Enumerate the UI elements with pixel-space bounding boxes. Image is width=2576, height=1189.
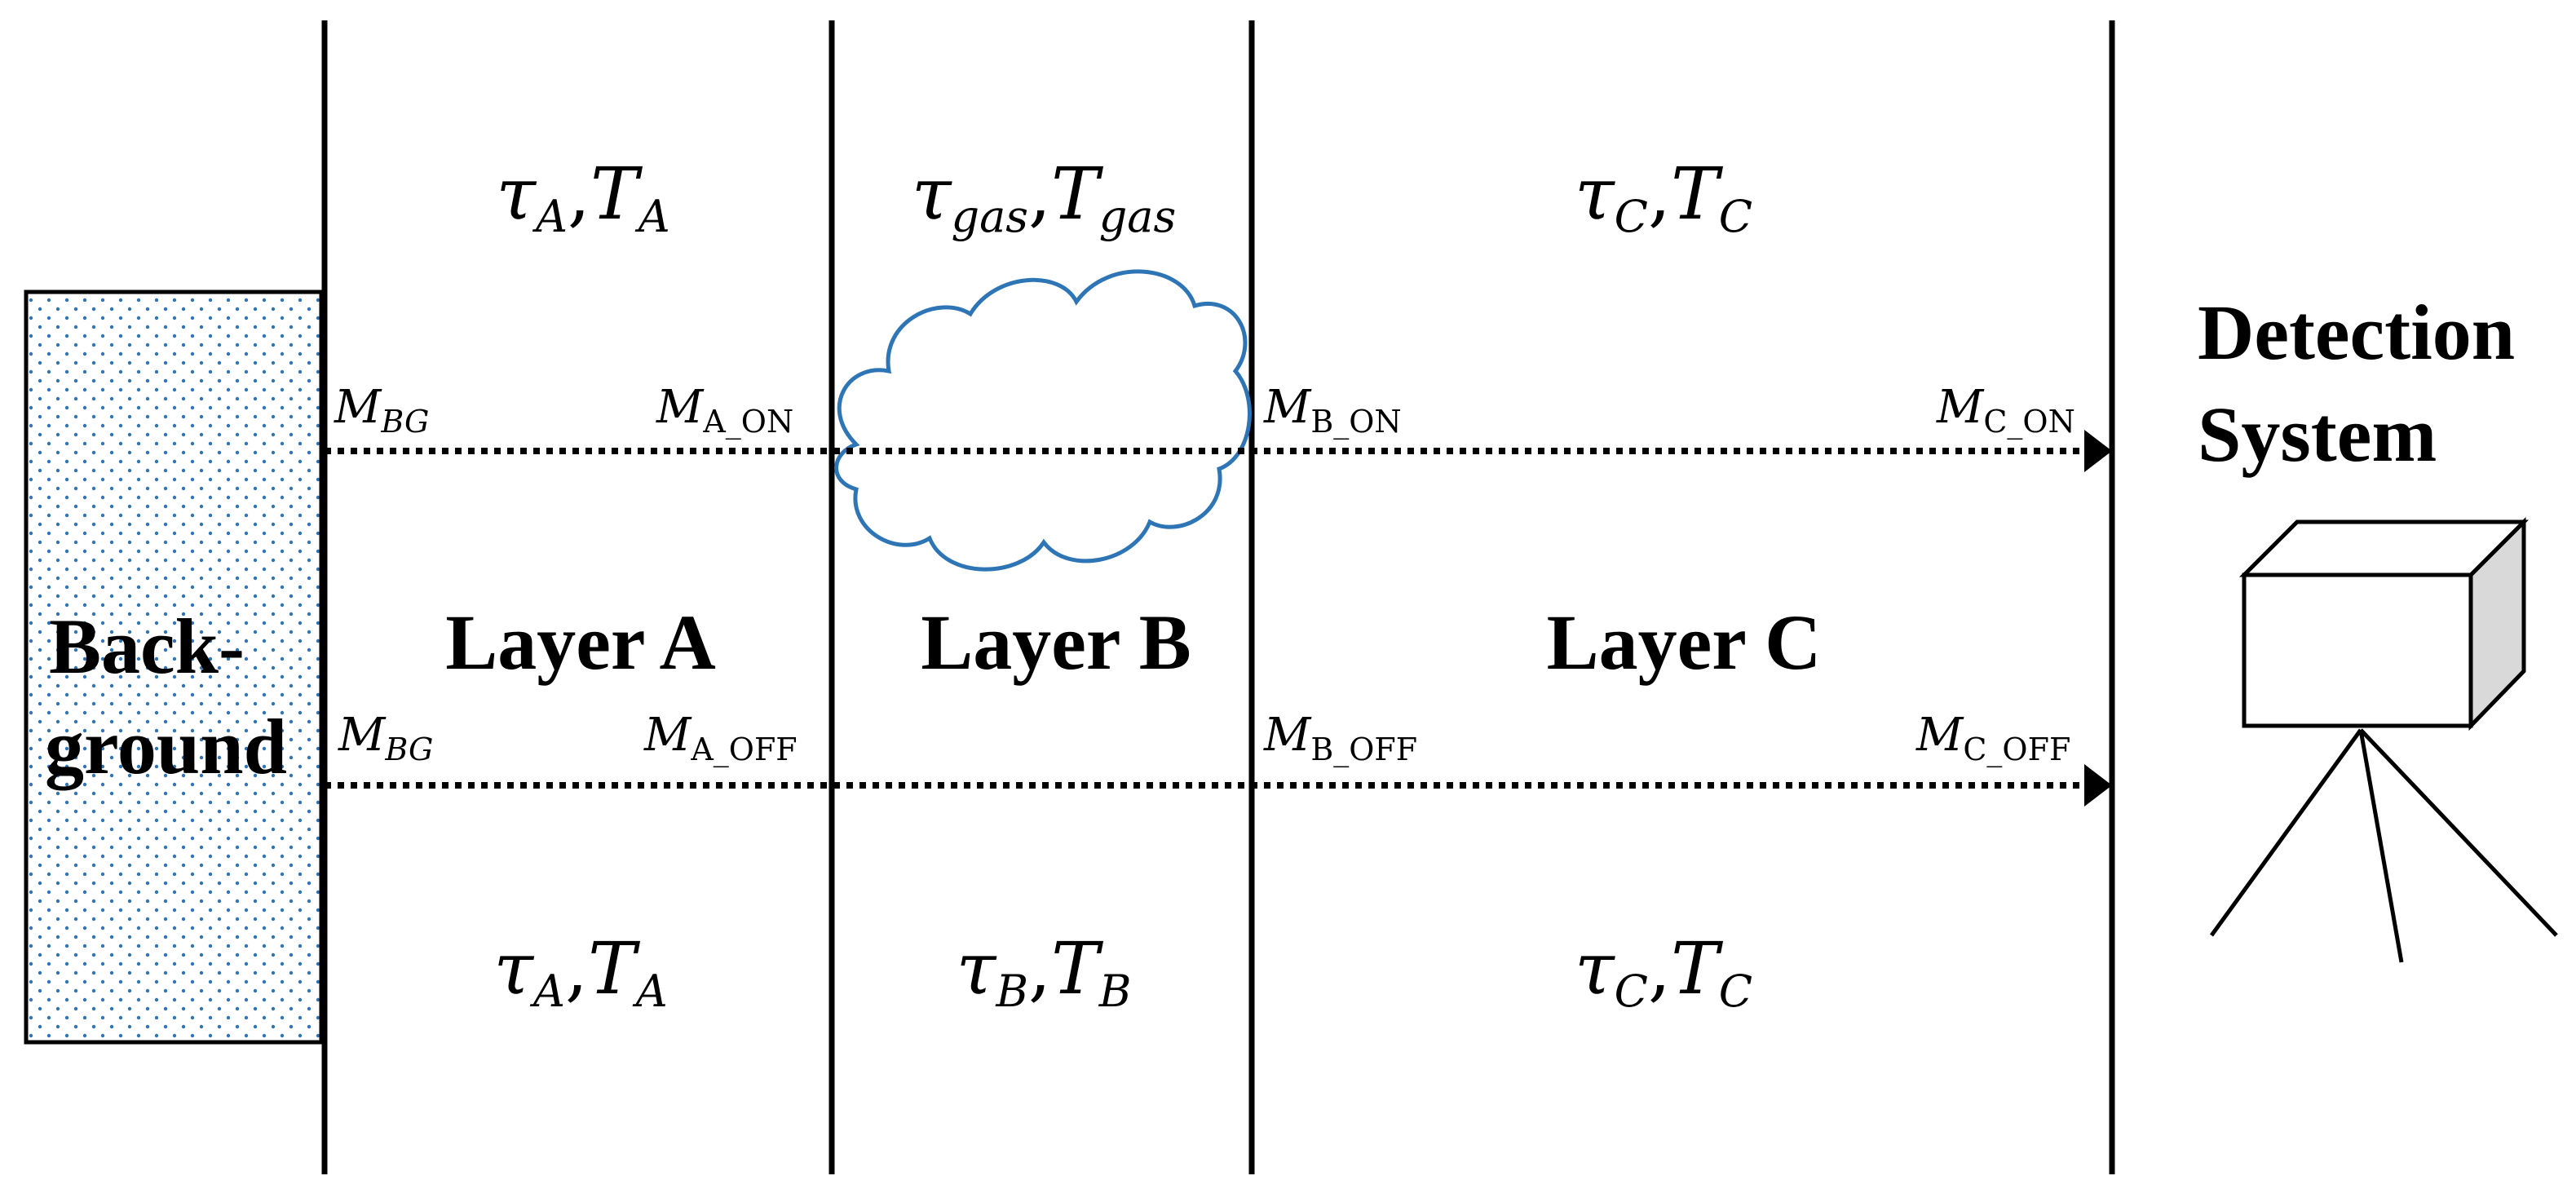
ray-off-label-c: MC_OFF: [1915, 709, 2070, 768]
ray-on-label-a: MA_ON: [656, 381, 793, 440]
ray-on-label-bg: MBG: [334, 381, 429, 440]
layer-a-bottom-params: τA,TA: [493, 926, 667, 1017]
background-slab: [24, 290, 324, 1045]
layer-c-name: Layer C: [1547, 599, 1822, 686]
ray-on-arrowhead: [2084, 430, 2112, 472]
background-label-line1: Back-: [49, 603, 245, 690]
layer-b-name: Layer B: [921, 599, 1191, 686]
layer-c-top-params: τC,TC: [1575, 152, 1752, 242]
detector-label-line2: System: [2198, 391, 2437, 478]
ray-on-label-c: MC_ON: [1936, 381, 2075, 440]
ray-off-label-a: MA_OFF: [643, 709, 798, 768]
background-label-line2: ground: [45, 703, 287, 790]
layer-b-bottom-params: τB,TB: [957, 926, 1132, 1017]
ray-on-label-b: MB_ON: [1263, 381, 1402, 440]
gas-cloud-icon: [834, 269, 1252, 572]
layer-b-top-params: τgas,Tgas: [912, 152, 1176, 242]
layer-a-name: Layer A: [445, 599, 716, 686]
layer-c-bottom-params: τC,TC: [1575, 926, 1752, 1017]
detector-label-line1: Detection: [2198, 289, 2515, 376]
ray-off-arrowhead: [2084, 764, 2112, 807]
ray-off-label-bg: MBG: [338, 709, 433, 767]
camera-on-tripod-icon: [2209, 516, 2558, 963]
layer-a-top-params: τA,TA: [496, 152, 669, 242]
ray-off-label-b: MB_OFF: [1263, 709, 1417, 768]
